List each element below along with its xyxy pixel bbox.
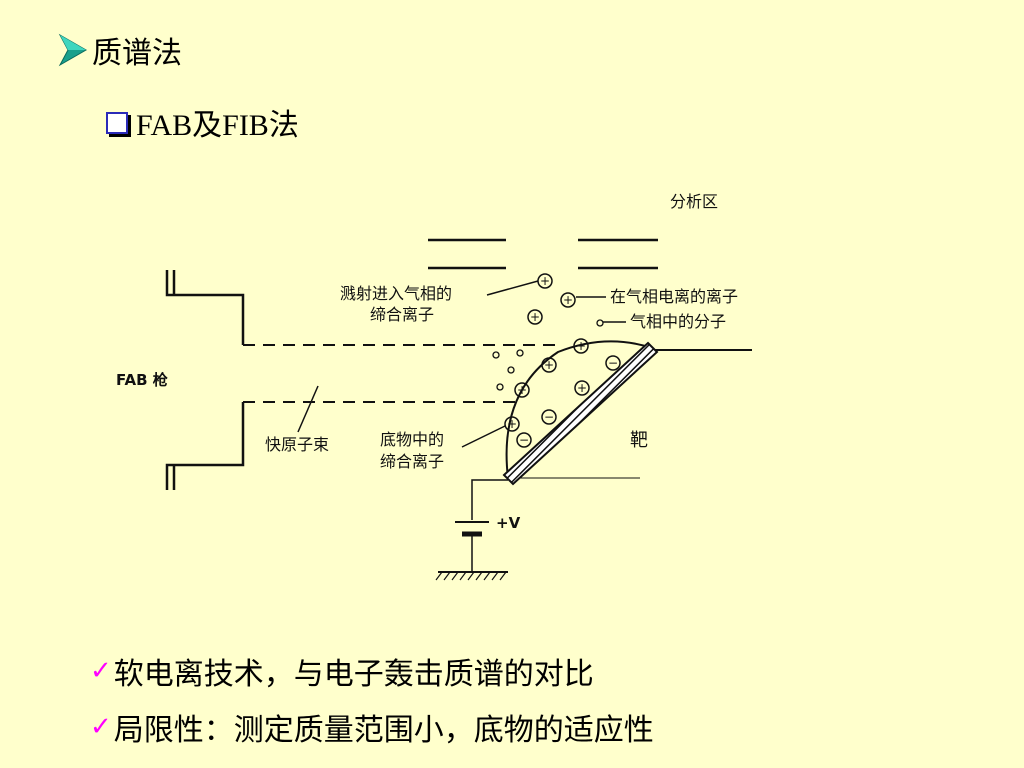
sputtered-ions-pointer	[486, 280, 539, 296]
substrate-ions-label-line1: 底物中的	[380, 430, 444, 449]
sub-heading: FAB及FIB法	[106, 100, 299, 144]
svg-text:+: +	[544, 358, 554, 372]
target-plate	[502, 341, 659, 486]
molecule	[596, 319, 604, 327]
svg-text:−: −	[544, 410, 554, 424]
svg-text:+: +	[576, 339, 586, 353]
positive-ions: + + + + + + + +	[504, 273, 590, 432]
voltage-circuit	[435, 479, 508, 581]
substrate-ions-label-line2: 缔合离子	[380, 452, 444, 471]
negative-ion: −	[541, 409, 557, 425]
svg-text:+: +	[507, 417, 517, 431]
fab-gun-label: FAB 枪	[116, 371, 168, 389]
svg-text:+: +	[577, 381, 587, 395]
svg-text:+: +	[563, 293, 573, 307]
svg-text:−: −	[519, 433, 529, 447]
neutral-molecules	[492, 319, 604, 391]
svg-text:+: +	[517, 383, 527, 397]
positive-ion: +	[560, 292, 576, 308]
substrate-ions-pointer	[461, 425, 506, 448]
svg-text:+: +	[540, 274, 550, 288]
positive-ion: +	[527, 309, 543, 325]
bullet-text: 局限性：测定质量范围小，底物的适应性	[113, 714, 654, 747]
svg-text:−: −	[608, 356, 618, 370]
bullet-item: ✓ 局限性：测定质量范围小，底物的适应性	[90, 702, 654, 752]
gas-phase-ions-label: 在气相电离的离子	[610, 287, 738, 306]
positive-ion: +	[514, 382, 530, 398]
gas-phase-molecules-label: 气相中的分子	[630, 312, 726, 331]
bullet-item: ✓ 软电离技术，与电子轰击质谱的对比	[90, 646, 654, 696]
voltage-label: +V	[496, 514, 521, 532]
subtitle: FAB及FIB法	[136, 109, 299, 142]
molecule	[516, 349, 524, 357]
svg-text:+: +	[530, 310, 540, 324]
positive-ion: +	[537, 273, 553, 289]
fast-atom-beam-pointer	[297, 385, 319, 433]
section-heading: 质谱法	[58, 28, 182, 72]
checkbox-bullet-icon	[106, 112, 128, 134]
negative-ion: −	[516, 432, 532, 448]
positive-ion: +	[573, 338, 589, 354]
checkmark-icon: ✓	[90, 656, 112, 686]
bullet-text: 软电离技术，与电子轰击质谱的对比	[113, 658, 594, 691]
arrow-bullet-icon	[58, 33, 88, 67]
positive-ion: +	[574, 380, 590, 396]
positive-ion: +	[541, 357, 557, 373]
molecule	[496, 383, 504, 391]
fab-gun	[165, 270, 245, 490]
page-title: 质谱法	[92, 37, 182, 70]
analysis-zone-label: 分析区	[670, 192, 718, 211]
checkmark-icon: ✓	[90, 712, 112, 742]
substrate-droplet	[505, 340, 653, 479]
negative-ions: − − −	[516, 355, 621, 448]
molecule	[492, 351, 500, 359]
target-label: 靶	[630, 430, 648, 451]
bullet-list: ✓ 软电离技术，与电子轰击质谱的对比 ✓ 局限性：测定质量范围小，底物的适应性	[90, 646, 654, 758]
positive-ion: +	[504, 416, 520, 432]
fast-atom-beam-label: 快原子束	[265, 435, 329, 454]
molecule	[507, 366, 515, 374]
sputtered-ions-label-line2: 缔合离子	[370, 305, 434, 324]
sputtered-ions-label-line1: 溅射进入气相的	[340, 284, 452, 303]
negative-ion: −	[605, 355, 621, 371]
